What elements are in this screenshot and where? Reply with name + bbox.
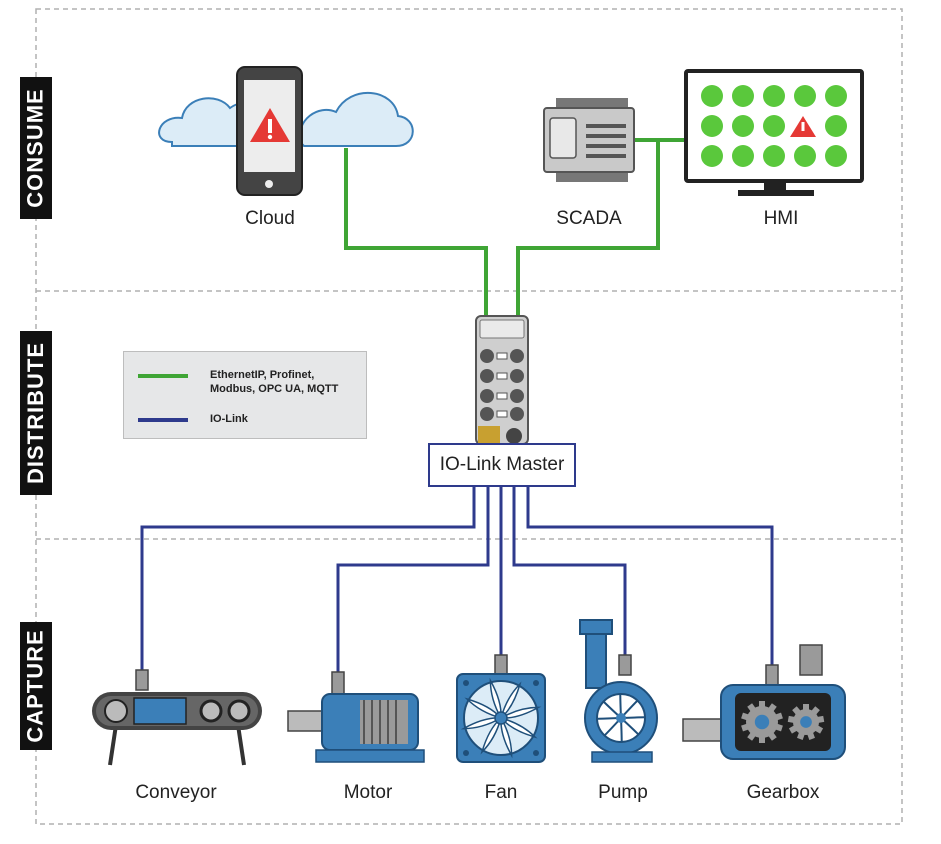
device-label-pump: Pump (598, 782, 648, 803)
iolink-link-gearbox (526, 487, 774, 665)
iolink-link-pump (512, 487, 627, 655)
hmi-status-dot (701, 115, 723, 137)
fan-blade (498, 706, 542, 719)
hmi-status-dot (732, 85, 754, 107)
fan-blade (499, 681, 522, 721)
pump-icon (579, 619, 658, 763)
legend-label-iolink: IO-Link (210, 413, 248, 425)
legend-swatch-ethernet (138, 374, 188, 378)
fan-blade (500, 715, 513, 759)
master-port (510, 369, 524, 383)
device-label-scada: SCADA (556, 208, 622, 229)
master-port (480, 369, 494, 383)
legend-item-iolink: IO-Link (138, 412, 360, 426)
legend: EthernetIP, Profinet, Modbus, OPC UA, MQ… (123, 351, 367, 439)
master-port-led (496, 392, 508, 400)
device-label-hmi: HMI (763, 208, 799, 229)
master-port (510, 407, 524, 421)
conveyor-icon (92, 669, 262, 766)
hmi-status-dot (701, 145, 723, 167)
hmi-status-dot (825, 145, 847, 167)
gearbox-icon (682, 644, 846, 760)
legend-item-ethernet: EthernetIP, Profinet, Modbus, OPC UA, MQ… (138, 368, 360, 396)
fan-blade (464, 697, 504, 720)
hmi-monitor-icon (684, 69, 864, 196)
hmi-status-dot (825, 85, 847, 107)
hmi-status-dot (825, 115, 847, 137)
io-link-master-device-icon (475, 315, 529, 445)
zone-label-capture: CAPTURE (20, 622, 52, 750)
fan-blade (460, 717, 504, 730)
legend-swatch-iolink (138, 418, 188, 422)
fan-blade (489, 677, 502, 721)
master-port-led (496, 352, 508, 360)
master-port (480, 407, 494, 421)
gear-hub (754, 714, 770, 730)
hmi-status-dot (732, 115, 754, 137)
hmi-status-dot (701, 85, 723, 107)
fan-icon (456, 654, 546, 763)
io-link-master-label: IO-Link Master (428, 443, 576, 487)
motor-icon (287, 671, 425, 763)
ethernet-link-scada-hmi (516, 138, 660, 316)
master-port-led (496, 372, 508, 380)
hmi-status-dot (763, 85, 785, 107)
master-port (510, 389, 524, 403)
hmi-status-dot (794, 85, 816, 107)
gear-hub (800, 716, 812, 728)
iolink-link-motor (336, 487, 490, 672)
master-port (480, 389, 494, 403)
master-port (480, 349, 494, 363)
scada-plc-icon (543, 98, 635, 182)
hmi-status-dot (732, 145, 754, 167)
device-label-conveyor: Conveyor (135, 782, 217, 803)
device-label-cloud: Cloud (245, 208, 295, 229)
master-port-led (496, 410, 508, 418)
master-port (479, 319, 525, 339)
gear-tooth (759, 701, 765, 709)
legend-label-ethernet: EthernetIP, Profinet, Modbus, OPC UA, MQ… (210, 369, 339, 395)
fan-blade (480, 715, 503, 755)
device-label-motor: Motor (343, 782, 393, 803)
cloud-icon (158, 66, 414, 196)
zone-label-distribute: DISTRIBUTE (20, 331, 52, 495)
device-label-fan: Fan (484, 782, 518, 803)
hmi-status-dot (763, 145, 785, 167)
gear-tooth (759, 735, 765, 743)
fan-blade (498, 716, 538, 739)
hmi-status-dot (794, 145, 816, 167)
zone-label-consume: CONSUME (20, 77, 52, 219)
ethernet-link-cloud (344, 148, 488, 316)
master-port (510, 349, 524, 363)
gear-tooth (803, 704, 809, 712)
iolink-link-conveyor (140, 487, 476, 672)
hmi-status-dot (763, 115, 785, 137)
device-label-gearbox: Gearbox (746, 782, 820, 803)
